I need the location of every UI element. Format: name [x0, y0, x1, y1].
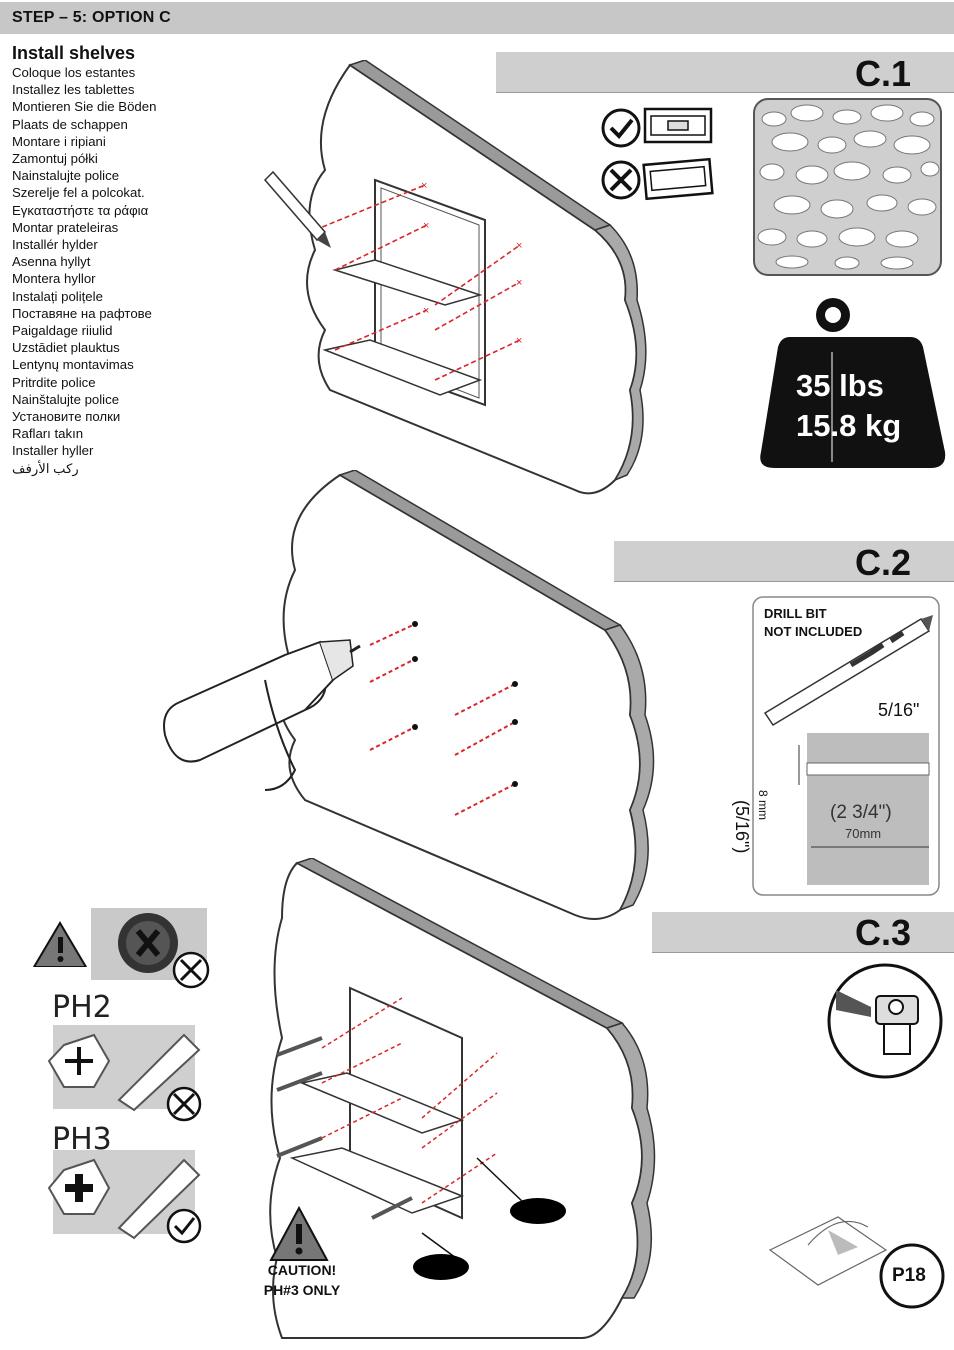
hole-depth-mm: 70mm — [845, 826, 882, 841]
weight-kg: 15.8 kg — [796, 408, 902, 443]
translation: Instalați polițele — [12, 288, 103, 304]
caution-line-2: PH#3 ONLY — [263, 1282, 341, 1298]
svg-text:×: × — [421, 180, 427, 192]
step-c3-bar — [652, 912, 954, 953]
ph3-bit-icon — [47, 1150, 202, 1244]
translation: Montieren Sie die Böden — [12, 99, 157, 115]
translation: Montera hyllor — [12, 271, 96, 287]
ph2-label: PH2 — [52, 990, 112, 1025]
instructions-title: Install shelves — [12, 43, 136, 63]
translation: Установите полки — [12, 409, 121, 425]
translation: Installez les tablettes — [12, 82, 135, 98]
hole-depth: (2 3/4") — [830, 802, 892, 823]
translation: Nainstalujte police — [12, 168, 120, 184]
cross-circle-icon — [172, 951, 210, 989]
step-c1-label: C.1 — [855, 53, 912, 94]
translation: Rafları takın — [12, 426, 84, 442]
translation: Uzstādiet plauktus — [12, 340, 120, 356]
svg-text:×: × — [516, 277, 522, 289]
wrench-icon — [827, 963, 943, 1079]
wall-assembly-illustration — [269, 858, 656, 1339]
page-title: STEP – 5: OPTION C — [12, 9, 171, 26]
translation: Montar prateleiras — [12, 219, 119, 235]
page-turn-icon — [768, 1216, 888, 1286]
page-number: P18 — [892, 1265, 926, 1286]
svg-text:×: × — [516, 240, 522, 252]
translation: ركب الأرفف — [12, 460, 79, 476]
step-c1-bar — [496, 52, 954, 93]
translation: Pritrdite police — [12, 374, 96, 390]
level-icons — [601, 107, 714, 201]
translation: Εγκαταστήστε τα ράφια — [12, 202, 149, 218]
stone-wall-icon — [753, 98, 942, 276]
drill-bit-icon — [763, 615, 933, 727]
translation: Coloque los estantes — [12, 65, 136, 80]
warning-triangle-icon — [269, 1206, 329, 1261]
caution-line-1: CAUTION! — [267, 1262, 337, 1278]
translation: Asenna hyllyt — [12, 254, 91, 270]
check-circle-icon — [601, 108, 641, 148]
instructions-list: Install shelves Coloque los estantes Ins… — [12, 42, 156, 477]
caution-text: CAUTION! PH#3 ONLY — [245, 1260, 359, 1300]
spirit-level-icon — [643, 107, 713, 144]
header-bar — [0, 2, 954, 34]
weight-icon — [760, 298, 946, 468]
translation: Installer hyller — [12, 443, 94, 459]
drill-bit-note-1: DRILL BIT — [764, 606, 827, 621]
weight-lbs: 35 lbs — [796, 368, 884, 403]
translation: Szerelje fel a polcokat. — [12, 185, 145, 201]
page-number-badge — [879, 1243, 945, 1309]
translation: Paigaldage riiulid — [12, 323, 113, 339]
translation: Montare i ripiani — [12, 133, 106, 149]
drill-bit-panel — [752, 596, 940, 896]
ph2-bit-icon — [47, 1025, 202, 1122]
svg-text:×: × — [423, 305, 429, 317]
cross-circle-icon — [601, 160, 641, 200]
stripped-screw-icon — [91, 908, 210, 989]
hole-diameter-mm: 8 mm — [756, 790, 770, 820]
translation: Zamontuj półki — [12, 151, 98, 167]
cross-circle-icon — [166, 1086, 202, 1122]
drill-bit-size: 5/16" — [878, 700, 920, 720]
hole-diameter: (5/16") — [732, 800, 752, 854]
translation: Installér hylder — [12, 237, 98, 253]
translation: Lentynų montavimas — [12, 357, 134, 373]
translation: Nainštalujte police — [12, 391, 120, 407]
svg-text:×: × — [423, 220, 429, 232]
translation: Поставяне на рафтове — [12, 305, 152, 321]
check-circle-icon — [166, 1208, 202, 1244]
warning-triangle-icon — [32, 921, 88, 967]
step-c2-bar — [614, 541, 954, 582]
wall-marking-illustration: × × × × × × — [263, 60, 647, 495]
translation: Plaats de schappen — [12, 116, 128, 132]
step-c3-label: C.3 — [855, 912, 912, 953]
wall-drilling-illustration — [163, 470, 655, 920]
svg-text:×: × — [516, 335, 522, 347]
step-c2-label: C.2 — [855, 542, 912, 583]
drill-bit-note-2: NOT INCLUDED — [764, 624, 863, 639]
